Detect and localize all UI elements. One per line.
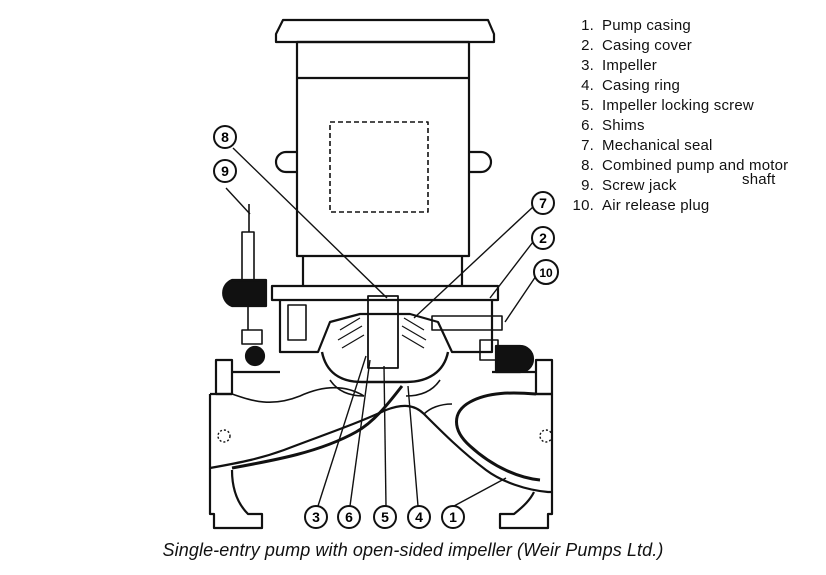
parts-legend: 1.Pump casing 2.Casing cover 3.Impeller …: [566, 16, 789, 216]
callout-5: 5: [373, 505, 397, 529]
svg-text:7: 7: [539, 195, 547, 211]
legend-label: Combined pump and motor: [602, 157, 789, 174]
clamp-right: [494, 344, 535, 374]
volute: [231, 386, 365, 403]
svg-text:8: 8: [221, 129, 229, 145]
lifting-eye-left: [274, 150, 297, 174]
screw-jack: [241, 204, 255, 281]
motor-cap: [274, 18, 496, 44]
callout-1: 1: [441, 505, 465, 529]
casing-left-foot: [208, 468, 264, 530]
casing-right-flange: [534, 358, 554, 396]
motor-adaptor: [301, 256, 464, 286]
svg-text:3: 3: [312, 509, 320, 525]
casing-left-flange: [214, 358, 234, 396]
air-release-block: [431, 315, 503, 331]
terminal-box: [329, 121, 429, 213]
svg-text:9: 9: [221, 163, 229, 179]
legend-item: 5.Impeller locking screw: [581, 97, 754, 114]
casing-cover: [278, 300, 494, 354]
callout-4: 4: [407, 505, 431, 529]
shaft: [367, 295, 399, 369]
svg-text:10: 10: [539, 266, 553, 280]
svg-text:1: 1: [449, 509, 457, 525]
callout-7: 7: [531, 191, 555, 215]
svg-text:5: 5: [381, 509, 389, 525]
callout-6: 6: [337, 505, 361, 529]
legend-item: 1.Pump casing: [581, 17, 691, 34]
legend-item: 2.Casing cover: [581, 37, 692, 54]
legend-item: 3.Impeller: [581, 57, 657, 74]
callout-10: 10: [533, 259, 559, 285]
motor-flange: [270, 284, 500, 302]
clamp-left: [222, 278, 268, 308]
callout-2: 2: [531, 226, 555, 250]
legend-label-continuation: shaft: [742, 171, 776, 188]
legend-item: 9.Screw jack: [581, 177, 677, 194]
pump-casing: [208, 394, 554, 494]
legend-item: 10.Air release plug: [572, 197, 710, 214]
callout-8: 8: [213, 125, 237, 149]
svg-text:4: 4: [415, 509, 423, 525]
lifting-eye-right: [469, 150, 493, 174]
callout-3: 3: [304, 505, 328, 529]
casing-right-foot: [498, 491, 554, 530]
svg-text:2: 2: [539, 230, 547, 246]
legend-item: 4.Casing ring: [581, 77, 681, 94]
svg-text:6: 6: [345, 509, 353, 525]
legend-item: 6.Shims: [581, 117, 645, 134]
motor-body: [295, 40, 471, 258]
legend-item: 7.Mechanical seal: [581, 137, 713, 154]
impeller: [320, 351, 450, 384]
callout-9: 9: [213, 159, 237, 183]
figure-caption: Single-entry pump with open-sided impell…: [162, 540, 664, 560]
